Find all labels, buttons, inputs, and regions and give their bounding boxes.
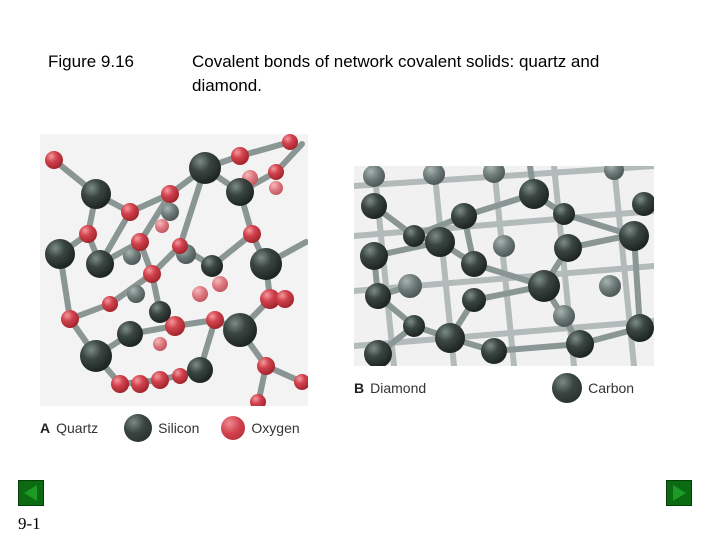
panel-b-title: Diamond: [370, 380, 427, 396]
triangle-right-icon: [673, 485, 686, 501]
previous-slide-button[interactable]: [18, 480, 44, 506]
slide-number: 9-1: [18, 514, 41, 533]
silicon-legend-label: Silicon: [158, 420, 200, 436]
quartz-structure-image: [40, 134, 308, 406]
oxygen-ball-icon: [221, 416, 246, 440]
oxygen-legend-label: Oxygen: [251, 420, 300, 436]
next-slide-button[interactable]: [666, 480, 692, 506]
triangle-left-icon: [24, 485, 37, 501]
panel-b-letter: B: [354, 380, 365, 396]
carbon-ball-icon: [552, 373, 583, 403]
carbon-legend-label: Carbon: [588, 380, 635, 396]
panel-a-title: Quartz: [56, 420, 99, 436]
silicon-ball-icon: [124, 414, 153, 442]
diamond-structure-image: [354, 166, 654, 366]
quartz-legend: A Quartz Silicon Oxygen: [40, 412, 300, 444]
panel-a-letter: A: [40, 420, 51, 436]
figure-caption: Covalent bonds of network covalent solid…: [192, 52, 600, 95]
diamond-legend: B Diamond Carbon: [354, 372, 634, 404]
figure-label: Figure 9.16: [48, 52, 134, 71]
